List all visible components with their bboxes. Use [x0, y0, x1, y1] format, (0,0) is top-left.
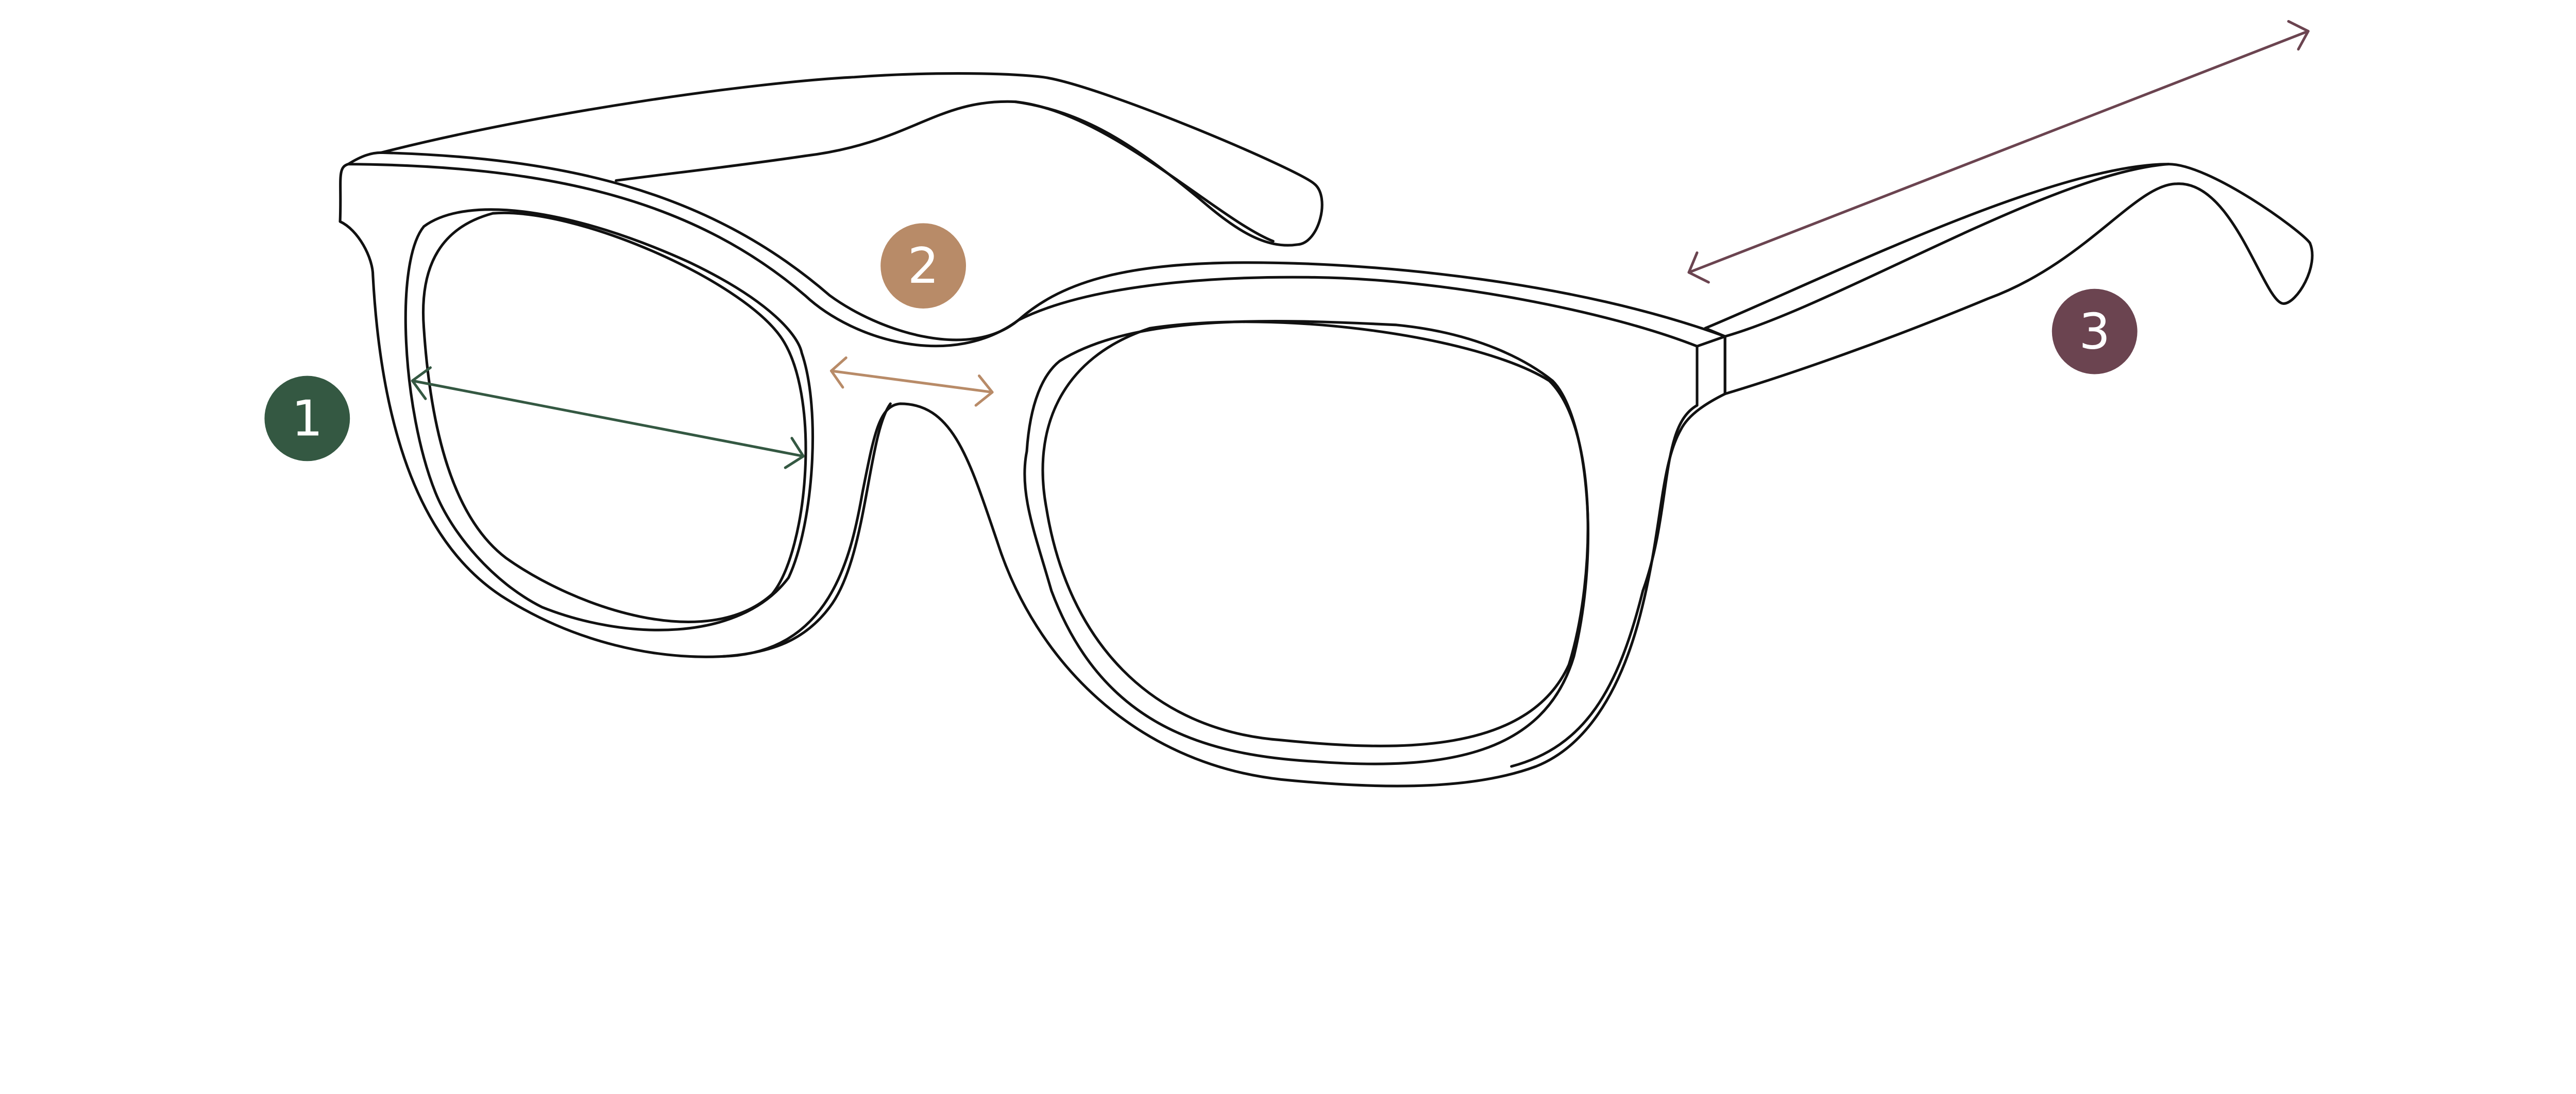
badge-3-label: 3: [2079, 303, 2110, 361]
measurement-3-temple-length: 3: [1687, 20, 2310, 374]
measurement-2-bridge-width: 2: [829, 223, 994, 407]
arrowhead-right: [2287, 20, 2310, 51]
glasses-measurement-diagram: 1 2 3: [264, 20, 2314, 788]
arrowhead-left: [411, 366, 432, 400]
arrowhead-right: [974, 374, 994, 407]
badge-2-label: 2: [908, 237, 939, 295]
arrowhead-left: [1687, 251, 1710, 284]
left-temple: [380, 72, 1324, 247]
frame-front: [338, 151, 1726, 788]
right-temple: [1704, 163, 2314, 396]
temple-length-arrow: [1687, 29, 2310, 274]
badge-2: [880, 223, 966, 309]
badge-1-label: 1: [292, 389, 323, 447]
bridge-width-arrow: [829, 369, 994, 394]
arrowhead-right: [784, 437, 805, 469]
arrowhead-left: [829, 356, 848, 389]
lens-width-arrow: [411, 379, 805, 458]
measurement-1-lens-width: 1: [264, 366, 805, 469]
badge-1: [264, 375, 350, 461]
badge-3: [2052, 288, 2138, 374]
